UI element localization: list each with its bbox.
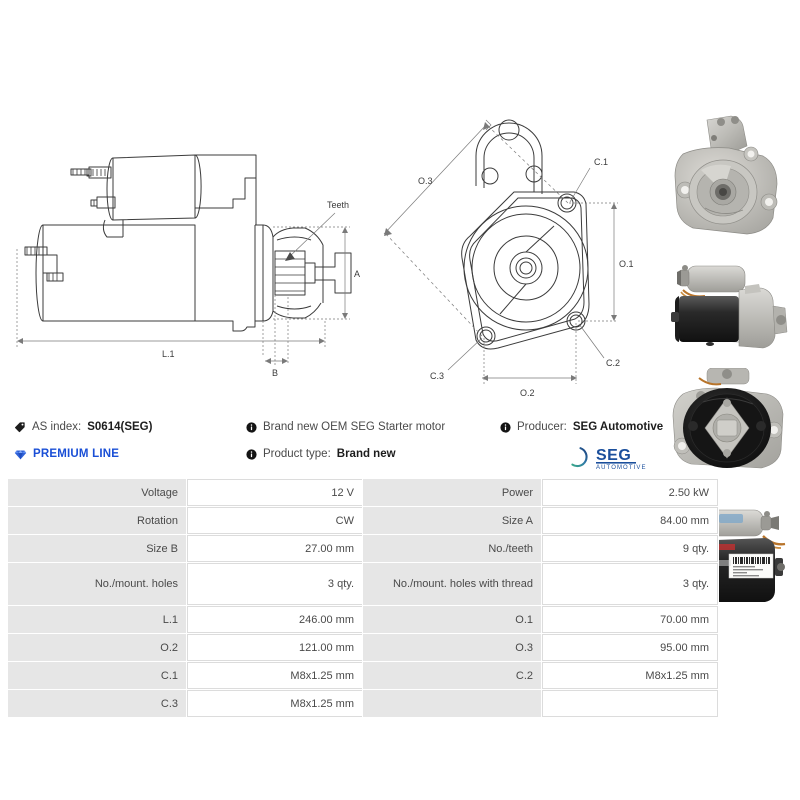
premium-line-badge: PREMIUM LINE bbox=[14, 447, 119, 461]
drawing-side-view: Teeth A L.1 B bbox=[5, 125, 375, 395]
spec-label-right: No./teeth bbox=[363, 535, 541, 562]
product-photo-drive-end-front[interactable] bbox=[655, 112, 800, 240]
producer-label: Producer: bbox=[517, 421, 567, 433]
spec-label-right: Power bbox=[363, 479, 541, 506]
spec-value-right: 84.00 mm bbox=[542, 507, 718, 534]
spec-label-left: C.3 bbox=[8, 690, 186, 717]
label-c2: C.2 bbox=[606, 358, 620, 368]
spec-label-right: Size A bbox=[363, 507, 541, 534]
label-l1: L.1 bbox=[162, 349, 175, 359]
diamond-icon bbox=[14, 449, 27, 459]
spec-value-right: 70.00 mm bbox=[542, 606, 718, 633]
product-photo-side-profile[interactable] bbox=[655, 240, 800, 368]
spec-value-left: 12 V bbox=[187, 479, 362, 506]
spec-value-left: 27.00 mm bbox=[187, 535, 362, 562]
label-b: B bbox=[272, 368, 278, 378]
spec-value-right: M8x1.25 mm bbox=[542, 662, 718, 689]
label-o3: O.3 bbox=[418, 176, 433, 186]
seg-subtitle: AUTOMOTIVE bbox=[596, 465, 647, 471]
seg-wordmark: SEG bbox=[596, 447, 631, 464]
as-index-info: AS index: S0614(SEG) bbox=[14, 420, 152, 434]
as-index-label: AS index: bbox=[32, 421, 82, 433]
info-icon bbox=[500, 421, 511, 433]
spec-label-left: O.2 bbox=[8, 634, 186, 661]
spec-label-right: C.2 bbox=[363, 662, 541, 689]
label-a: A bbox=[354, 269, 360, 279]
spec-label-left: No./mount. holes bbox=[8, 563, 186, 605]
spec-label-left: L.1 bbox=[8, 606, 186, 633]
brand-new-info: Brand new OEM SEG Starter motor bbox=[246, 420, 445, 434]
spec-label-left: C.1 bbox=[8, 662, 186, 689]
seg-automotive-logo: SEG AUTOMOTIVE bbox=[560, 443, 660, 471]
spec-value-left: 246.00 mm bbox=[187, 606, 362, 633]
info-bar: AS index: S0614(SEG) PREMIUM LINE Brand … bbox=[0, 415, 663, 473]
spec-value-right: 3 qty. bbox=[542, 563, 718, 605]
product-type-info: Product type: Brand new bbox=[246, 447, 396, 461]
spec-label-right: No./mount. holes with thread bbox=[363, 563, 541, 605]
label-c3: C.3 bbox=[430, 371, 444, 381]
spec-value-right: 9 qty. bbox=[542, 535, 718, 562]
spec-value-right: 2.50 kW bbox=[542, 479, 718, 506]
producer-info: Producer: SEG Automotive bbox=[500, 420, 663, 434]
product-photo-commutator-end[interactable] bbox=[655, 368, 800, 496]
spec-value-left: M8x1.25 mm bbox=[187, 690, 362, 717]
tag-icon bbox=[14, 422, 25, 433]
label-o2: O.2 bbox=[520, 388, 535, 398]
producer-value: SEG Automotive bbox=[572, 421, 664, 433]
info-icon bbox=[246, 421, 257, 433]
spec-value-left: CW bbox=[187, 507, 362, 534]
spec-label-right: O.1 bbox=[363, 606, 541, 633]
spec-value-right: 95.00 mm bbox=[542, 634, 718, 661]
label-o1: O.1 bbox=[619, 259, 634, 269]
brand-new-note: Brand new OEM SEG Starter motor bbox=[263, 421, 446, 433]
spec-label-left: Rotation bbox=[8, 507, 186, 534]
as-index-value: S0614(SEG) bbox=[87, 421, 153, 433]
info-icon bbox=[246, 448, 257, 460]
spec-label-right: O.3 bbox=[363, 634, 541, 661]
spec-value-left: 121.00 mm bbox=[187, 634, 362, 661]
drawing-front-view: C.1 C.2 C.3 O.1 O.2 O.3 bbox=[378, 108, 653, 408]
product-type-label: Product type: bbox=[263, 448, 331, 460]
spec-value-left: M8x1.25 mm bbox=[187, 662, 362, 689]
spec-label-right bbox=[363, 690, 541, 717]
spec-value-right bbox=[542, 690, 718, 717]
spec-label-left: Size B bbox=[8, 535, 186, 562]
spec-value-left: 3 qty. bbox=[187, 563, 362, 605]
product-type-value: Brand new bbox=[336, 448, 396, 460]
label-c1: C.1 bbox=[594, 157, 608, 167]
label-teeth: Teeth bbox=[327, 200, 349, 210]
technical-drawings: Teeth A L.1 B bbox=[0, 0, 655, 410]
spec-label-left: Voltage bbox=[8, 479, 186, 506]
premium-line-label: PREMIUM LINE bbox=[33, 448, 120, 460]
